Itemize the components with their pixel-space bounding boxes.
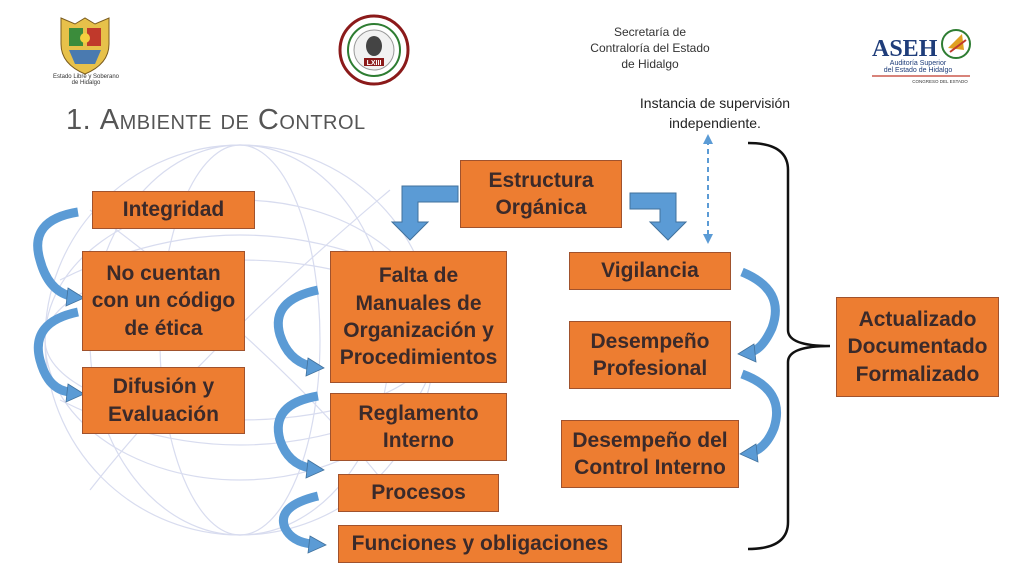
- curved-arrow-procesos: [279, 491, 320, 549]
- hidalgo-logo-caption: Estado Libre y Soberano de Hidalgo: [52, 74, 120, 86]
- right-bracket: [747, 141, 831, 551]
- box-desempeno-control-interno: Desempeño del Control Interno: [561, 420, 739, 488]
- aseh-logo: ASEH: [870, 26, 976, 84]
- box-desempeno-profesional: Desempeño Profesional: [569, 321, 731, 389]
- box-no-cuentan-codigo-etica: No cuentan con un código de ética: [82, 251, 245, 351]
- box-falta-manuales: Falta de Manuales de Organización y Proc…: [330, 251, 507, 383]
- elbow-arrow-right: [629, 192, 688, 241]
- box-procesos: Procesos: [338, 474, 499, 512]
- slide-title: 1. Ambiente de Control: [66, 104, 366, 137]
- curved-arrow-desempeno: [740, 369, 782, 457]
- aseh-subcaption: CONGRESO DEL ESTADO: [912, 79, 968, 84]
- curved-arrow-vigilancia: [740, 267, 780, 357]
- seal-roman-numeral: LXIII: [367, 60, 382, 67]
- congress-seal-logo: LXIII: [338, 14, 410, 86]
- curved-arrow-integridad: [33, 207, 79, 301]
- box-difusion-evaluacion: Difusión y Evaluación: [82, 367, 245, 434]
- aseh-caption: Auditoría Superior del Estado de Hidalgo: [883, 60, 953, 74]
- box-integridad: Integridad: [92, 191, 255, 229]
- title-number: 1.: [66, 104, 100, 136]
- elbow-arrow-left: [390, 185, 459, 241]
- secretaria-contraloria-header: Secretaría de Contraloría del Estado de …: [590, 25, 710, 72]
- aseh-wordmark: ASEH: [872, 36, 938, 62]
- box-actualizado-documentado-formalizado: Actualizado Documentado Formalizado: [836, 297, 999, 397]
- box-funciones-obligaciones: Funciones y obligaciones: [338, 525, 622, 563]
- box-reglamento-interno: Reglamento Interno: [330, 393, 507, 461]
- box-estructura-organica: Estructura Orgánica: [460, 160, 622, 228]
- curved-arrow-falta: [273, 285, 320, 371]
- hidalgo-coat-of-arms-logo: [55, 14, 115, 76]
- box-vigilancia: Vigilancia: [569, 252, 731, 290]
- title-text: Ambiente de Control: [99, 104, 366, 136]
- curved-arrow-falta-reglamento: [273, 391, 319, 473]
- curved-arrow-nocuentan: [33, 307, 80, 397]
- supervision-note: Instancia de supervisión independiente.: [639, 95, 791, 131]
